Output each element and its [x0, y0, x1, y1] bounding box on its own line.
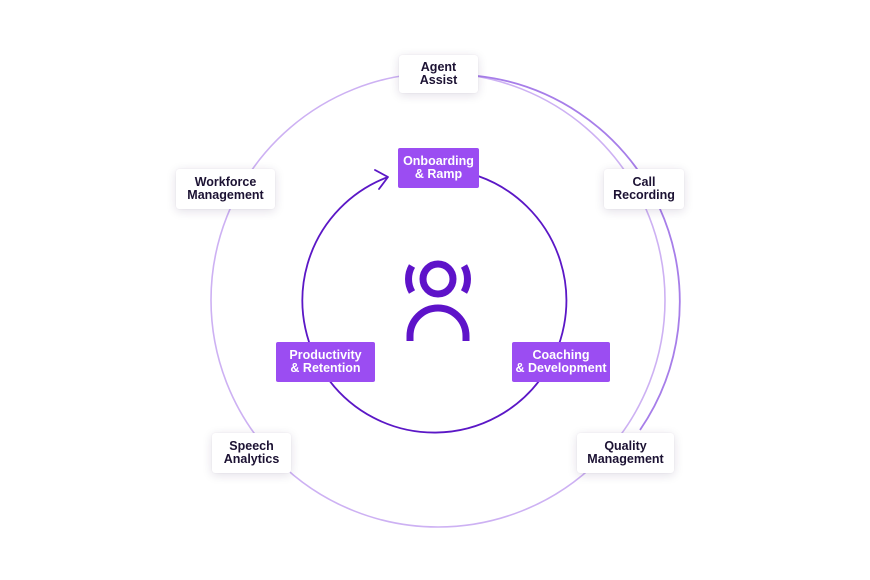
card-quality-management-line-2: Management [587, 452, 664, 466]
card-agent-assist[interactable]: Agent Assist [399, 55, 478, 93]
card-call-recording-line-2: Recording [613, 188, 675, 202]
card-onboarding-ramp-line-2: & Ramp [414, 167, 463, 181]
card-speech-analytics[interactable]: Speech Analytics [212, 433, 291, 473]
card-workforce-management-line-2: Management [187, 188, 264, 202]
card-call-recording-line-1: Call [632, 175, 656, 189]
card-coaching-development-line-2: & Development [515, 361, 607, 375]
card-onboarding-ramp[interactable]: Onboarding & Ramp [398, 148, 479, 188]
card-productivity-retention-line-1: Productivity [289, 348, 362, 362]
card-onboarding-ramp-line-1: Onboarding [403, 154, 474, 168]
card-workforce-management-line-1: Workforce [194, 175, 257, 189]
card-productivity-retention-line-2: & Retention [290, 361, 361, 375]
card-call-recording[interactable]: Call Recording [604, 169, 684, 209]
inner-ring-arc [301, 175, 568, 434]
card-agent-assist-line-2: Assist [419, 73, 458, 87]
card-speech-analytics-line-1: Speech [229, 439, 274, 453]
card-workforce-management[interactable]: Workforce Management [176, 169, 275, 209]
card-quality-management-line-1: Quality [604, 439, 647, 453]
card-quality-management[interactable]: Quality Management [577, 433, 674, 473]
card-coaching-development-line-1: Coaching [532, 348, 590, 362]
card-coaching-development[interactable]: Coaching & Development [512, 342, 610, 382]
agent-person-icon [405, 260, 471, 341]
inner-ring-arrowhead [374, 169, 389, 190]
card-speech-analytics-line-2: Analytics [223, 452, 280, 466]
card-productivity-retention[interactable]: Productivity & Retention [276, 342, 375, 382]
card-agent-assist-line-1: Agent [420, 60, 457, 74]
